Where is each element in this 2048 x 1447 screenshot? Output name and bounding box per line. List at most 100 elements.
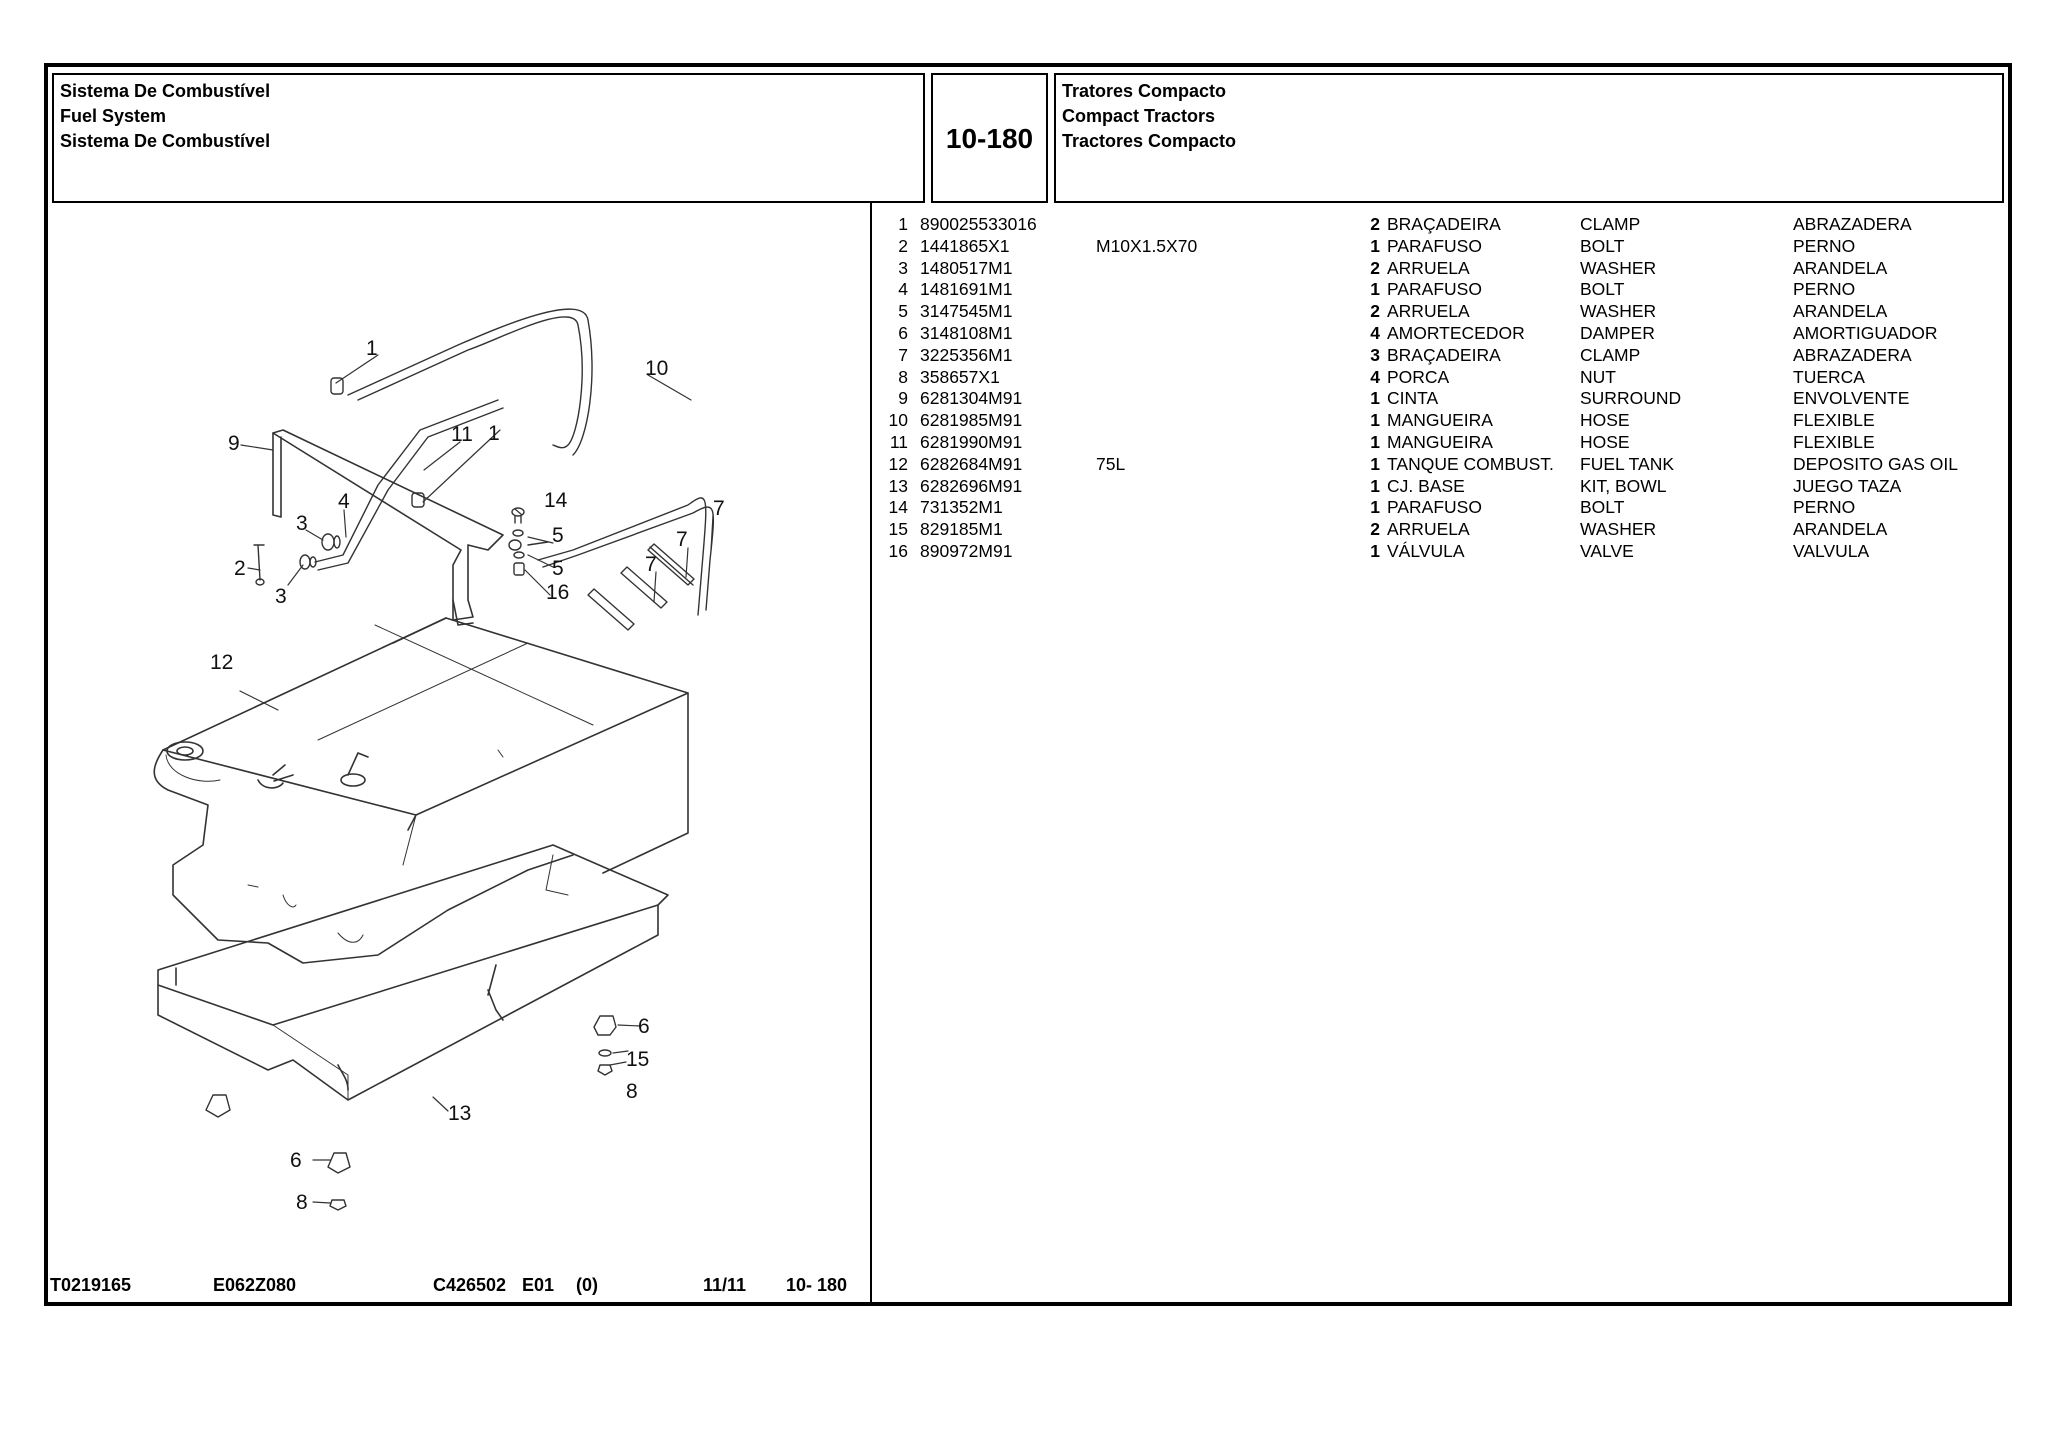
part-number: 1480517M1 bbox=[920, 257, 1013, 278]
callout-5b: 5 bbox=[552, 557, 564, 580]
desc-en: BOLT bbox=[1580, 497, 1625, 518]
desc-es: TUERCA bbox=[1793, 366, 1865, 387]
item-number: 1 bbox=[898, 214, 908, 234]
desc-es: ARANDELA bbox=[1793, 257, 1888, 278]
callout-1b: 1 bbox=[488, 422, 500, 445]
leader-lines bbox=[239, 354, 714, 1204]
model-es: Tractores Compacto bbox=[1062, 131, 1237, 151]
part-number: 6282696M91 bbox=[920, 475, 1023, 496]
part-number: 890972M91 bbox=[920, 540, 1013, 561]
callout-3: 3 bbox=[296, 512, 308, 535]
callout-9: 9 bbox=[228, 432, 240, 455]
desc-en: WASHER bbox=[1580, 257, 1657, 278]
desc-es: FLEXIBLE bbox=[1793, 431, 1875, 452]
spec: 75L bbox=[1096, 453, 1126, 474]
item-number: 5 bbox=[898, 301, 908, 322]
desc-pt: CJ. BASE bbox=[1387, 475, 1465, 496]
base-bowl-drawing bbox=[157, 844, 669, 1101]
item-number: 2 bbox=[898, 235, 908, 256]
desc-pt: ARRUELA bbox=[1387, 519, 1470, 540]
part-number: 890025533016 bbox=[920, 214, 1037, 234]
callout-10: 10 bbox=[645, 357, 668, 380]
item-number: 6 bbox=[898, 322, 908, 343]
callout-1: 1 bbox=[366, 337, 378, 360]
desc-en: DAMPER bbox=[1580, 322, 1655, 343]
item-number: 4 bbox=[898, 279, 908, 300]
callout-8b: 8 bbox=[296, 1191, 308, 1214]
desc-pt: MANGUEIRA bbox=[1387, 431, 1493, 452]
desc-pt: BRAÇADEIRA bbox=[1387, 344, 1501, 365]
title-pt: Sistema De Combustível bbox=[60, 81, 271, 101]
part-number: 1481691M1 bbox=[920, 279, 1013, 300]
desc-en: NUT bbox=[1580, 366, 1616, 387]
hose-11b-drawing bbox=[314, 399, 504, 571]
desc-pt: ARRUELA bbox=[1387, 301, 1470, 322]
title-en: Fuel System bbox=[60, 106, 167, 126]
callout-labels: 1 1 10 11 9 4 14 3 5 7 7 7 2 5 3 16 12 6… bbox=[210, 337, 725, 1214]
desc-pt: PARAFUSO bbox=[1387, 497, 1482, 518]
quantity: 1 bbox=[1370, 431, 1380, 452]
title-es: Sistema De Combustível bbox=[60, 131, 271, 151]
quantity: 4 bbox=[1370, 322, 1380, 343]
item-number: 11 bbox=[889, 431, 908, 452]
hose-10-drawing bbox=[537, 497, 715, 616]
desc-es: DEPOSITO GAS OIL bbox=[1793, 453, 1959, 474]
item-number: 13 bbox=[888, 475, 908, 496]
callout-4: 4 bbox=[338, 490, 350, 513]
part-number: 3225356M1 bbox=[920, 344, 1013, 365]
footer-code: T0219165 bbox=[50, 1275, 132, 1295]
part-number: 358657X1 bbox=[920, 366, 1000, 387]
column-divider bbox=[870, 203, 872, 1306]
callout-7a: 7 bbox=[713, 497, 725, 520]
hose-11-drawing bbox=[347, 308, 593, 456]
hardware-drawing bbox=[205, 377, 617, 1211]
quantity: 1 bbox=[1370, 453, 1380, 474]
callout-5: 5 bbox=[552, 524, 564, 547]
desc-es: ABRAZADERA bbox=[1793, 214, 1912, 234]
part-number: 3148108M1 bbox=[920, 322, 1013, 343]
desc-pt: MANGUEIRA bbox=[1387, 410, 1493, 431]
desc-en: KIT, BOWL bbox=[1580, 475, 1667, 496]
quantity: 1 bbox=[1370, 279, 1380, 300]
desc-en: BOLT bbox=[1580, 279, 1625, 300]
part-number: 6281304M91 bbox=[920, 388, 1023, 409]
desc-es: JUEGO TAZA bbox=[1793, 475, 1902, 496]
footer-doc: C426502 bbox=[433, 1275, 507, 1295]
header-page-number-box: 10-180 bbox=[931, 73, 1048, 203]
quantity: 1 bbox=[1370, 497, 1380, 518]
part-number: 3147545M1 bbox=[920, 301, 1013, 322]
desc-es: VALVULA bbox=[1793, 540, 1870, 561]
desc-es: PERNO bbox=[1793, 497, 1856, 518]
quantity: 1 bbox=[1370, 235, 1380, 256]
desc-es: ENVOLVENTE bbox=[1793, 388, 1910, 409]
desc-pt: ARRUELA bbox=[1387, 257, 1470, 278]
item-number: 9 bbox=[898, 388, 908, 409]
item-number: 7 bbox=[898, 344, 908, 365]
part-number: 1441865X1 bbox=[920, 235, 1010, 256]
fuel-system-diagram: 1 1 10 11 9 4 14 3 5 7 7 7 2 5 3 16 12 6… bbox=[48, 205, 868, 1265]
item-number: 14 bbox=[888, 497, 908, 518]
desc-pt: VÁLVULA bbox=[1387, 540, 1465, 561]
item-number: 10 bbox=[888, 410, 908, 431]
callout-14: 14 bbox=[544, 489, 568, 512]
desc-pt: CINTA bbox=[1387, 388, 1439, 409]
desc-en: VALVE bbox=[1580, 540, 1634, 561]
callout-6b: 6 bbox=[290, 1149, 302, 1172]
footer-rev: (0) bbox=[576, 1275, 598, 1295]
footer-ref: E062Z080 bbox=[213, 1275, 297, 1295]
quantity: 2 bbox=[1370, 257, 1380, 278]
